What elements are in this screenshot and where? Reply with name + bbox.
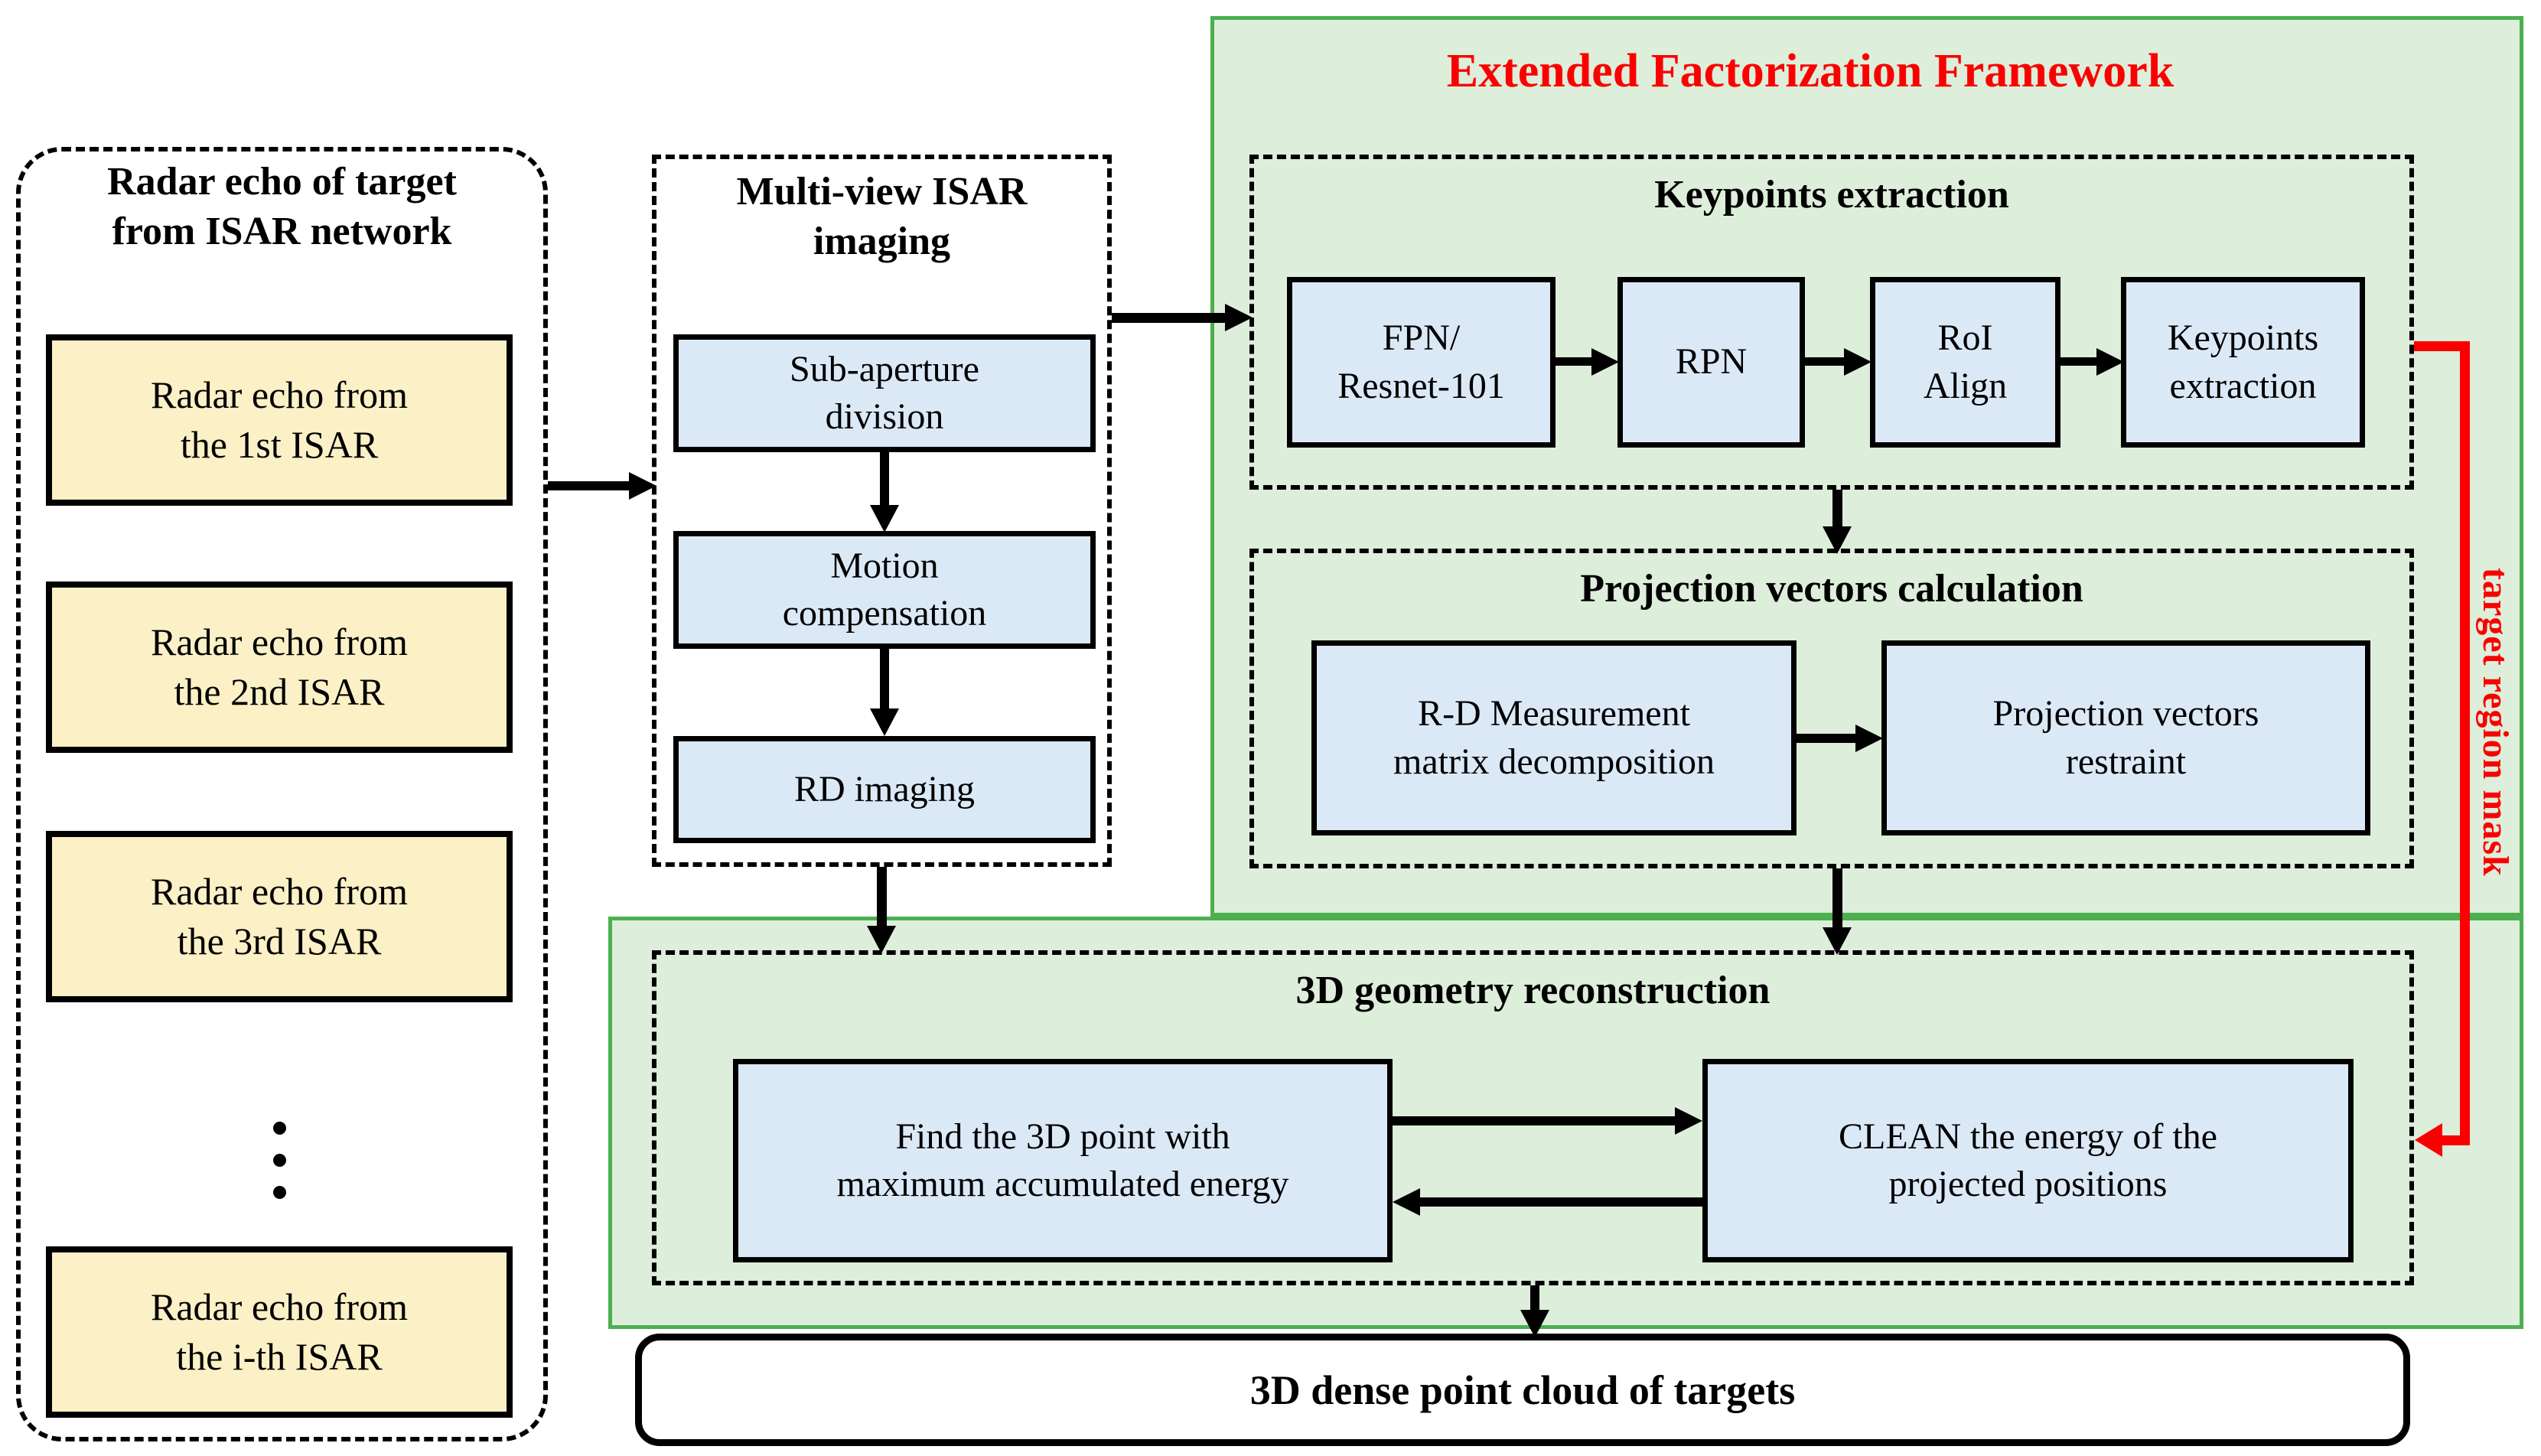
find-3d-point-box: Find the 3D point with maximum accumulat… [733, 1059, 1393, 1262]
radar-echo-title: Radar echo of target from ISAR network [107, 160, 457, 253]
sub-aperture-division-box: Sub-aperture division [673, 334, 1096, 452]
reconstruction-title: 3D geometry reconstruction [1295, 969, 1771, 1012]
keypoints-title: Keypoints extraction [1654, 173, 2009, 217]
radar-echo-ith-box: Radar echo from the i-th ISAR [46, 1246, 513, 1418]
framework-title: Extended Factorization Framework [1446, 45, 2175, 97]
fpn-resnet-box: FPN/ Resnet-101 [1287, 277, 1556, 448]
radar-echo-3rd-box: Radar echo from the 3rd ISAR [46, 831, 513, 1002]
keypoints-extraction-box: Keypoints extraction [2121, 277, 2365, 448]
imaging-title: Multi-view ISAR imaging [736, 170, 1028, 263]
projection-restraint-box: Projection vectors restraint [1881, 640, 2370, 835]
radar-echo-1st-box: Radar echo from the 1st ISAR [46, 334, 513, 506]
imaging-section [652, 155, 1112, 867]
rd-measurement-box: R-D Measurement matrix decomposition [1311, 640, 1797, 835]
target-region-mask-label: target region mask [2475, 568, 2516, 877]
rd-imaging-box: RD imaging [673, 736, 1096, 843]
motion-compensation-box: Motion compensation [673, 531, 1096, 649]
projection-title: Projection vectors calculation [1580, 567, 2083, 611]
radar-echo-container [16, 147, 548, 1441]
clean-energy-box: CLEAN the energy of the projected positi… [1702, 1059, 2354, 1262]
output-point-cloud-box: 3D dense point cloud of targets [635, 1334, 2410, 1446]
radar-echo-2nd-box: Radar echo from the 2nd ISAR [46, 581, 513, 753]
rpn-box: RPN [1617, 277, 1805, 448]
reconstruction-section [652, 950, 2414, 1285]
roi-align-box: RoI Align [1870, 277, 2060, 448]
